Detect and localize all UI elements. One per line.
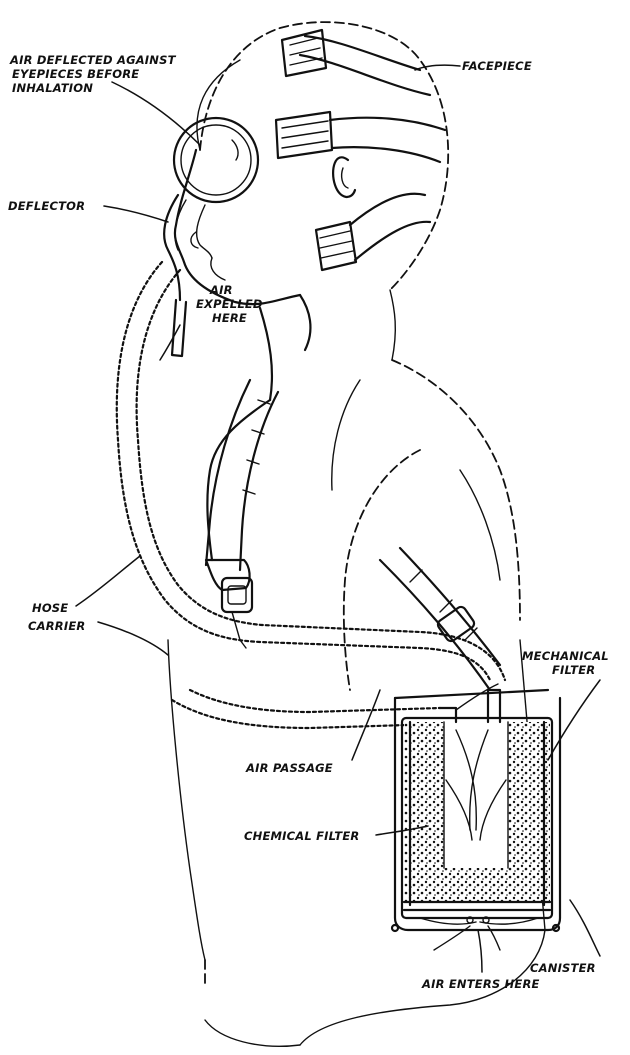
label-air-expelled-2: EXPELLED bbox=[196, 297, 263, 311]
label-air-passage: AIR PASSAGE bbox=[245, 761, 333, 775]
leader-mechanical-filter bbox=[548, 680, 600, 760]
label-deflector: DEFLECTOR bbox=[8, 199, 85, 213]
label-air-deflected-2: EYEPIECES BEFORE bbox=[12, 67, 139, 81]
label-air-deflected-3: INHALATION bbox=[12, 81, 93, 95]
label-hose: HOSE bbox=[32, 601, 68, 615]
leader-air-deflected bbox=[112, 82, 200, 145]
label-canister: CANISTER bbox=[530, 961, 596, 975]
head-facepiece bbox=[164, 22, 448, 400]
label-mechanical-filter-2: FILTER bbox=[552, 663, 595, 677]
leader-canister bbox=[570, 900, 600, 956]
label-air-expelled-3: HERE bbox=[212, 311, 247, 325]
leader-air-enters bbox=[478, 930, 482, 972]
leader-deflector bbox=[104, 206, 168, 222]
leader-air-passage bbox=[352, 690, 380, 760]
leader-hose bbox=[76, 556, 140, 606]
chemical-filter-granules bbox=[404, 722, 550, 902]
label-air-expelled-1: AIR bbox=[209, 283, 233, 297]
leader-carrier bbox=[98, 622, 168, 655]
label-carrier: CARRIER bbox=[28, 619, 85, 633]
label-mechanical-filter-1: MECHANICAL bbox=[522, 649, 609, 663]
label-facepiece: FACEPIECE bbox=[462, 59, 532, 73]
label-chemical-filter: CHEMICAL FILTER bbox=[244, 829, 359, 843]
canister bbox=[392, 684, 560, 950]
leader-facepiece bbox=[415, 65, 460, 70]
label-air-deflected-1: AIR DEFLECTED AGAINST bbox=[9, 53, 177, 67]
label-air-enters-here: AIR ENTERS HERE bbox=[421, 977, 540, 991]
